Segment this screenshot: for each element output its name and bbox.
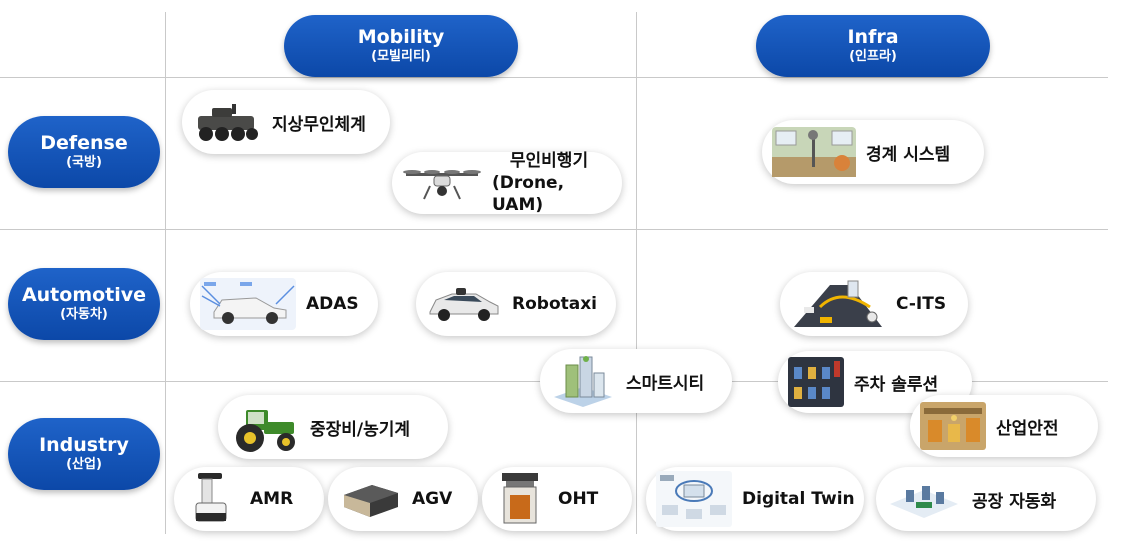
item-agv: AGV <box>328 467 478 531</box>
row-header-title: Industry <box>39 434 129 456</box>
item-label: 무인비행기 (Drone, UAM) <box>492 150 606 216</box>
row-header-title: Automotive <box>21 284 147 306</box>
industrial-safety-icon <box>920 402 986 450</box>
item-smart-city: 스마트시티 <box>540 349 732 413</box>
item-label: AGV <box>412 489 453 509</box>
item-label: 산업안전 <box>996 418 1059 439</box>
item-factory-automation: 공장 자동화 <box>876 467 1096 531</box>
column-header-subtitle: (모빌리티) <box>371 49 431 64</box>
row-header-automotive: Automotive (자동차) <box>8 268 160 340</box>
item-label: Robotaxi <box>512 294 598 314</box>
grid-line-center <box>636 12 637 534</box>
ugv-icon <box>192 100 262 144</box>
item-label: 주차 솔루션 <box>854 374 939 395</box>
item-label: AMR <box>250 489 294 509</box>
item-label: Digital Twin <box>742 489 855 509</box>
parking-icon <box>788 357 844 407</box>
column-header-title: Infra <box>847 26 899 48</box>
item-digital-twin: Digital Twin <box>646 467 864 531</box>
tractor-icon <box>228 400 300 454</box>
item-adas: ADAS <box>190 272 378 336</box>
surveillance-icon <box>772 127 856 177</box>
column-header-infra: Infra (인프라) <box>756 15 990 77</box>
item-label: OHT <box>558 489 599 509</box>
oht-icon <box>492 471 548 527</box>
grid-line-left <box>165 12 166 534</box>
item-label-line2: (Drone, UAM) <box>492 173 565 215</box>
item-drone: 무인비행기 (Drone, UAM) <box>392 150 622 216</box>
row-header-subtitle: (산업) <box>66 457 102 472</box>
smart-city-icon <box>550 353 616 409</box>
item-label: 중장비/농기계 <box>310 419 411 440</box>
item-amr: AMR <box>174 467 324 531</box>
row-header-title: Defense <box>40 132 128 154</box>
robotaxi-icon <box>426 284 502 324</box>
item-label-line1: 무인비행기 <box>509 151 589 171</box>
grid-line-middle <box>0 229 1108 230</box>
row-header-subtitle: (국방) <box>66 155 102 170</box>
item-industrial-safety: 산업안전 <box>910 395 1098 457</box>
item-label: ADAS <box>306 294 359 314</box>
item-ugv: 지상무인체계 <box>182 90 390 154</box>
item-label: C-ITS <box>896 294 947 314</box>
item-heavy-equipment: 중장비/농기계 <box>218 395 448 459</box>
item-label: 경계 시스템 <box>866 144 951 165</box>
digital-twin-icon <box>656 471 732 527</box>
adas-car-icon <box>200 278 296 330</box>
amr-robot-icon <box>184 471 240 527</box>
column-header-subtitle: (인프라) <box>849 49 897 64</box>
item-label: 지상무인체계 <box>272 114 366 135</box>
drone-icon <box>402 163 482 203</box>
factory-automation-icon <box>886 474 962 524</box>
item-label: 공장 자동화 <box>972 491 1057 512</box>
row-header-subtitle: (자동차) <box>60 307 108 322</box>
item-surveillance: 경계 시스템 <box>762 120 984 184</box>
item-label: 스마트시티 <box>626 373 705 394</box>
grid-line-top <box>0 77 1108 78</box>
cits-icon <box>790 277 886 331</box>
item-robotaxi: Robotaxi <box>416 272 616 336</box>
row-header-industry: Industry (산업) <box>8 418 160 490</box>
item-oht: OHT <box>482 467 632 531</box>
row-header-defense: Defense (국방) <box>8 116 160 188</box>
column-header-mobility: Mobility (모빌리티) <box>284 15 518 77</box>
item-parking: 주차 솔루션 <box>778 351 972 413</box>
item-cits: C-ITS <box>780 272 968 336</box>
column-header-title: Mobility <box>357 26 445 48</box>
agv-icon <box>338 477 402 521</box>
